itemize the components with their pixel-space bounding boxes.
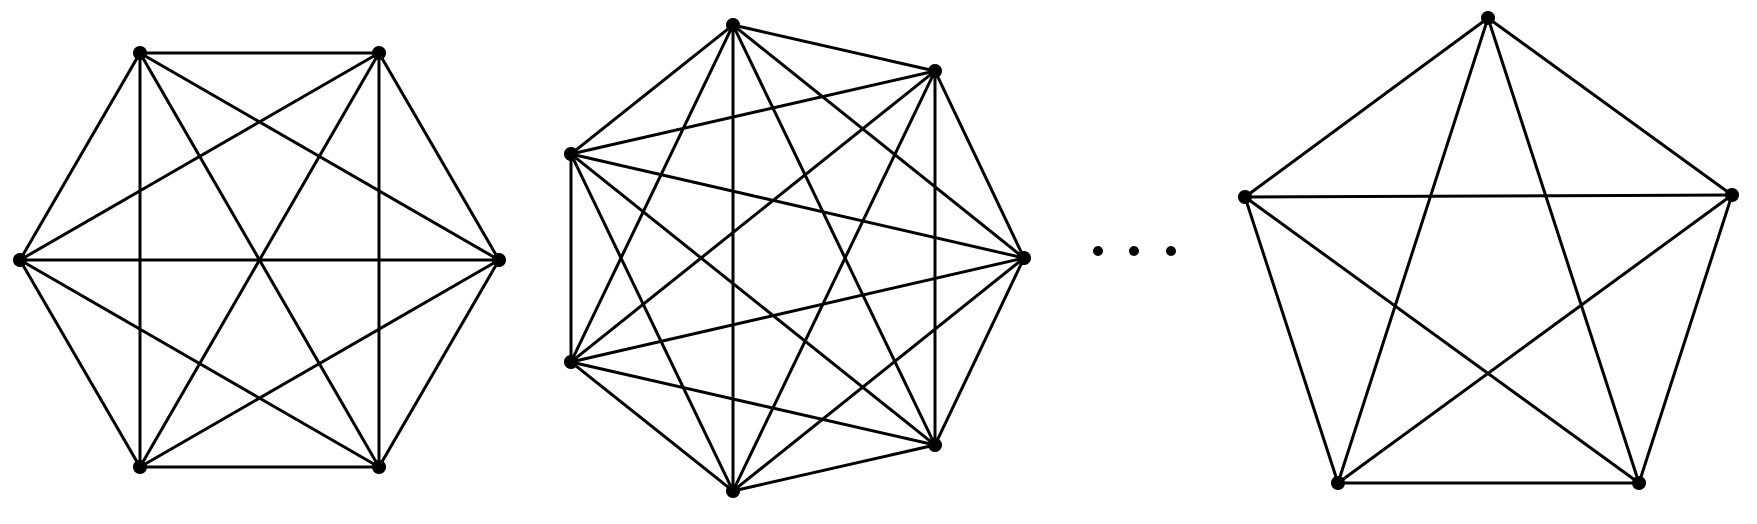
k6-vertex-5	[13, 253, 27, 267]
ellipsis-dot-2	[1166, 246, 1176, 256]
k5-vertex-1	[1725, 188, 1739, 202]
k5-vertex-2	[1632, 476, 1646, 490]
k7-edge-2-3	[933, 256, 1026, 447]
k7-vertex-4	[726, 484, 740, 498]
k6-edge-3-5	[18, 258, 381, 469]
k7-edge-4-6	[569, 152, 735, 493]
complete-graph-k7	[564, 18, 1031, 498]
k7-vertex-1	[928, 64, 942, 78]
k7-vertex-2	[1017, 251, 1031, 265]
k7-edge-1-4	[731, 69, 937, 493]
complete-graph-k5	[1238, 11, 1739, 490]
k5-edge-2-4	[1243, 195, 1641, 485]
k7-edge-1-6	[569, 69, 937, 156]
k7-edge-2-5	[569, 256, 1026, 364]
k5-edge-0-3	[1336, 16, 1490, 485]
k7-edge-0-1	[731, 23, 937, 73]
k7-edge-1-2	[933, 69, 1026, 260]
k7-vertex-5	[564, 355, 578, 369]
ellipsis	[1093, 246, 1176, 256]
k7-edge-2-6	[569, 152, 1026, 260]
k7-edge-0-3	[731, 23, 937, 447]
k6-edge-0-5	[18, 51, 142, 262]
ellipsis-dot-1	[1129, 246, 1139, 256]
k7-edge-0-5	[569, 23, 735, 364]
k5-edge-0-1	[1486, 16, 1734, 197]
k6-edge-1-2	[377, 51, 501, 262]
k6-edge-2-4	[138, 258, 501, 469]
ellipsis-dot-0	[1093, 246, 1103, 256]
k5-edge-3-4	[1243, 195, 1340, 485]
k6-vertex-2	[492, 253, 506, 267]
complete-graph-k6	[13, 46, 506, 474]
k6-vertex-1	[372, 46, 386, 60]
k7-vertex-0	[726, 18, 740, 32]
k7-vertex-6	[564, 147, 578, 161]
k5-vertex-3	[1331, 476, 1345, 490]
k6-vertex-4	[133, 460, 147, 474]
k6-edge-2-3	[377, 258, 501, 469]
k6-edge-1-5	[18, 51, 381, 262]
k7-vertex-3	[928, 438, 942, 452]
k5-edge-0-4	[1243, 16, 1490, 199]
k5-vertex-0	[1481, 11, 1495, 25]
k7-edge-1-5	[569, 69, 937, 364]
k7-edge-3-5	[569, 360, 937, 447]
k6-vertex-0	[133, 46, 147, 60]
k6-vertex-3	[372, 460, 386, 474]
k5-vertex-4	[1238, 190, 1252, 204]
k7-edge-0-6	[569, 23, 735, 156]
k7-edge-4-5	[569, 360, 735, 493]
k7-edge-3-6	[569, 152, 937, 447]
k7-edge-2-4	[731, 256, 1026, 493]
k5-edge-1-4	[1243, 193, 1734, 199]
k7-edge-3-4	[731, 443, 937, 493]
k5-edge-1-3	[1336, 193, 1734, 485]
k6-edge-4-5	[18, 258, 142, 469]
k5-edge-0-2	[1486, 16, 1641, 485]
k7-edge-0-2	[731, 23, 1026, 260]
k5-edge-1-2	[1637, 193, 1734, 485]
